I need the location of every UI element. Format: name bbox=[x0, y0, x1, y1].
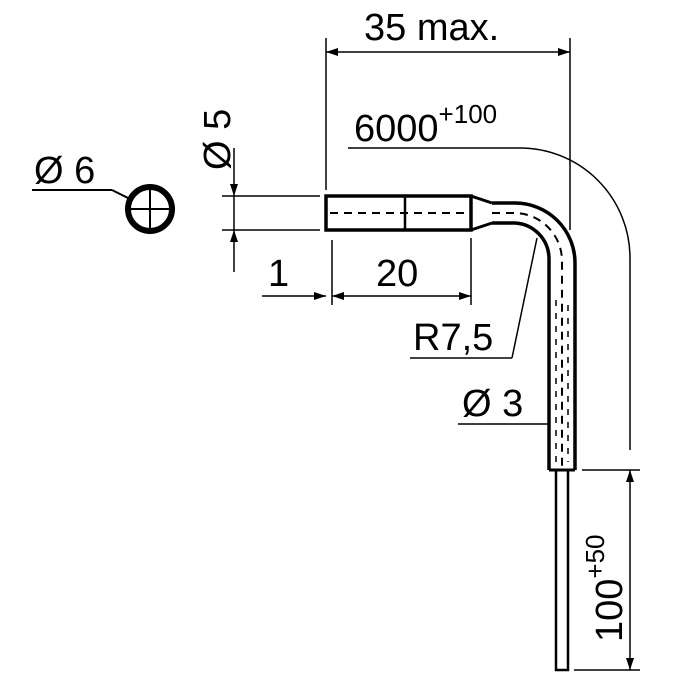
fiber-diameter-label: Ø 3 bbox=[462, 383, 523, 425]
end-length-label: 100+50 bbox=[580, 534, 631, 642]
offset-dimension bbox=[262, 238, 472, 305]
sleeve-body bbox=[324, 194, 493, 232]
offset-label: 1 bbox=[268, 253, 289, 295]
end-view-circle bbox=[125, 184, 175, 234]
cable-length-tolerance: +100 bbox=[439, 99, 498, 129]
cable-length-label: 6000+100 bbox=[354, 99, 497, 150]
bend-radius-label: R7,5 bbox=[413, 317, 493, 359]
cable-length-leader bbox=[348, 147, 631, 450]
bend-radius-leader bbox=[410, 237, 538, 359]
sleeve-diameter-dimension bbox=[222, 148, 320, 272]
end-length-value: 100 bbox=[589, 579, 631, 642]
sleeve-length-label: 20 bbox=[376, 253, 418, 295]
hole-diameter-label: Ø 6 bbox=[34, 150, 95, 192]
bent-cable bbox=[492, 201, 577, 672]
hole-diameter-leader bbox=[32, 189, 133, 201]
max-length-dimension bbox=[325, 38, 571, 230]
cable-length-value: 6000 bbox=[354, 108, 439, 150]
end-length-tolerance: +50 bbox=[580, 534, 610, 578]
max-length-label: 35 max. bbox=[364, 7, 499, 49]
end-length-dimension bbox=[574, 469, 640, 671]
sleeve-diameter-label: Ø 5 bbox=[197, 109, 239, 170]
